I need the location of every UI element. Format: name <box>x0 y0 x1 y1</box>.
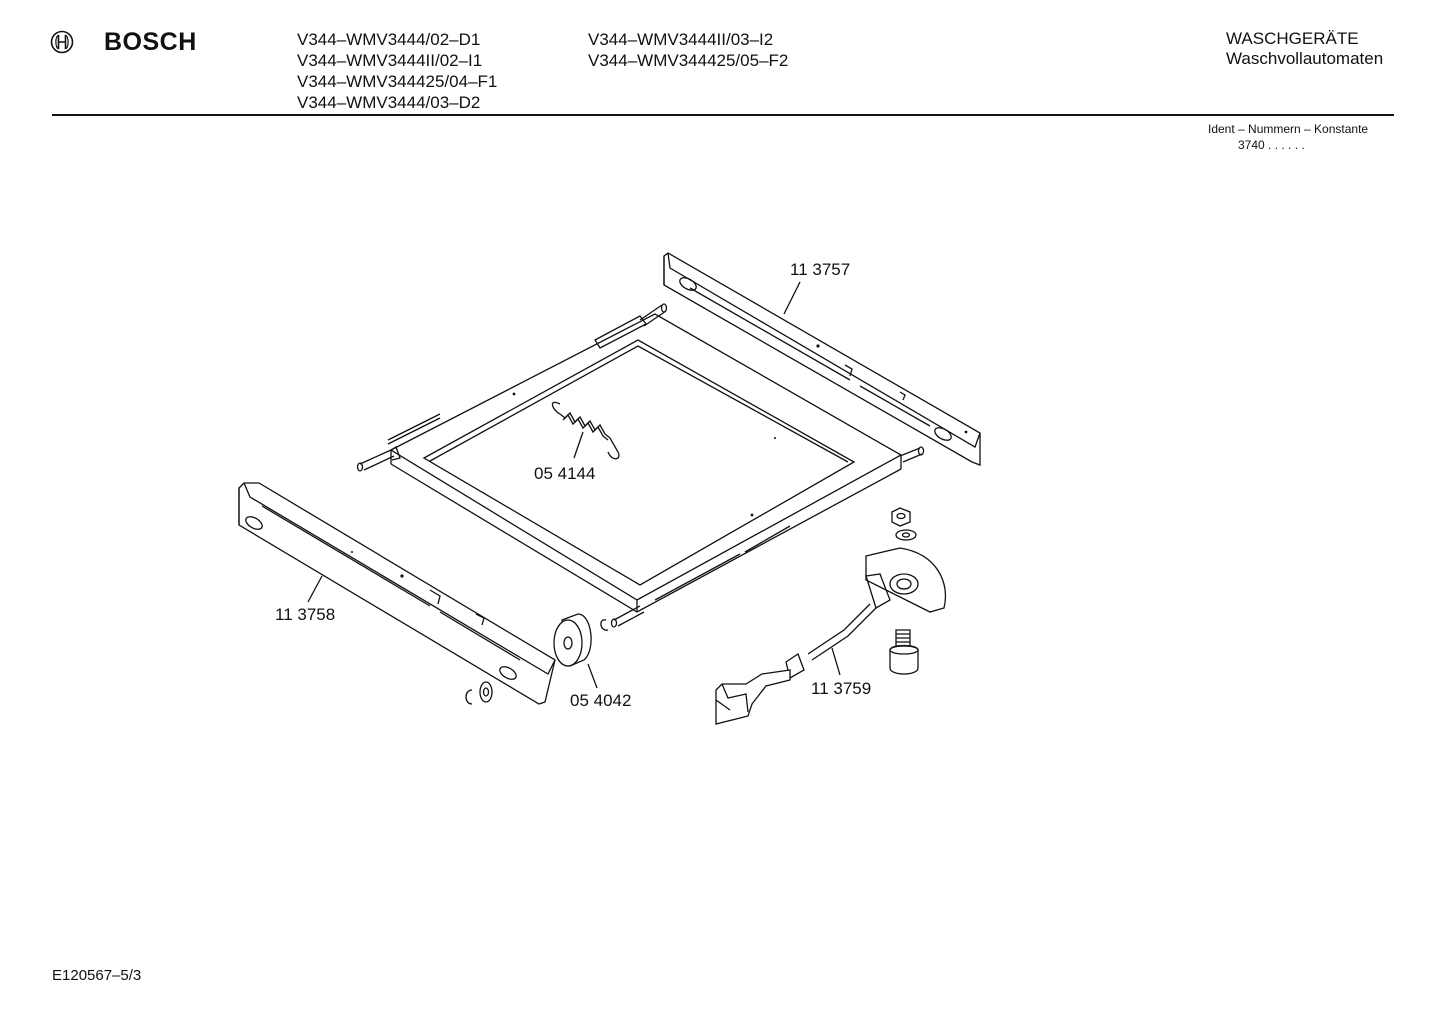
model-number: V344–WMV3444/03–D2 <box>297 93 481 112</box>
lever-arm-part <box>715 507 947 725</box>
leader-line <box>783 281 801 315</box>
part-number-label: 11 3759 <box>811 679 871 698</box>
part-number-label: 11 3758 <box>275 605 335 624</box>
appliance-category: WASCHGERÄTE Waschvollautomaten <box>1226 29 1383 69</box>
roller-part <box>553 613 609 667</box>
leader-line <box>307 575 323 603</box>
part-number-label: 05 4042 <box>570 691 631 710</box>
tension-spring-part <box>551 401 620 460</box>
category-subtitle: Waschvollautomaten <box>1226 49 1384 68</box>
ident-block: Ident – Nummern – Konstante 3740 . . . .… <box>1208 121 1368 153</box>
category-title: WASCHGERÄTE <box>1226 29 1359 48</box>
bosch-armature-logo-icon <box>50 30 74 54</box>
rear-rail-part <box>663 252 981 466</box>
part-number-label: 11 3757 <box>790 260 850 279</box>
model-number: V344–WMV3444II/02–I1 <box>297 51 483 70</box>
ident-dots: . . . . . . <box>1268 138 1305 152</box>
ident-value: 3740 <box>1238 138 1265 152</box>
brand-name: BOSCH <box>104 28 197 56</box>
ident-constant: 3740 . . . . . . <box>1208 137 1368 153</box>
model-number: V344–WMV344425/05–F2 <box>588 51 789 70</box>
model-number: V344–WMV3444II/03–I2 <box>588 30 774 49</box>
model-list-right: V344–WMV3444II/03–I2 V344–WMV344425/05–F… <box>588 29 788 71</box>
model-number: V344–WMV344425/04–F1 <box>297 72 498 91</box>
drawing-id: E120567–5/3 <box>52 967 142 984</box>
leader-line <box>831 647 841 676</box>
clip-washer-part <box>465 681 493 705</box>
part-number-label: 05 4144 <box>534 464 595 483</box>
model-number: V344–WMV3444/02–D1 <box>297 30 481 49</box>
model-list-left: V344–WMV3444/02–D1 V344–WMV3444II/02–I1 … <box>297 29 497 113</box>
ident-title: Ident – Nummern – Konstante <box>1208 122 1369 136</box>
door-frame-part <box>356 303 925 628</box>
header-divider <box>52 114 1394 116</box>
leader-line <box>587 663 598 689</box>
front-rail-part <box>238 482 556 705</box>
leader-line <box>573 431 584 459</box>
